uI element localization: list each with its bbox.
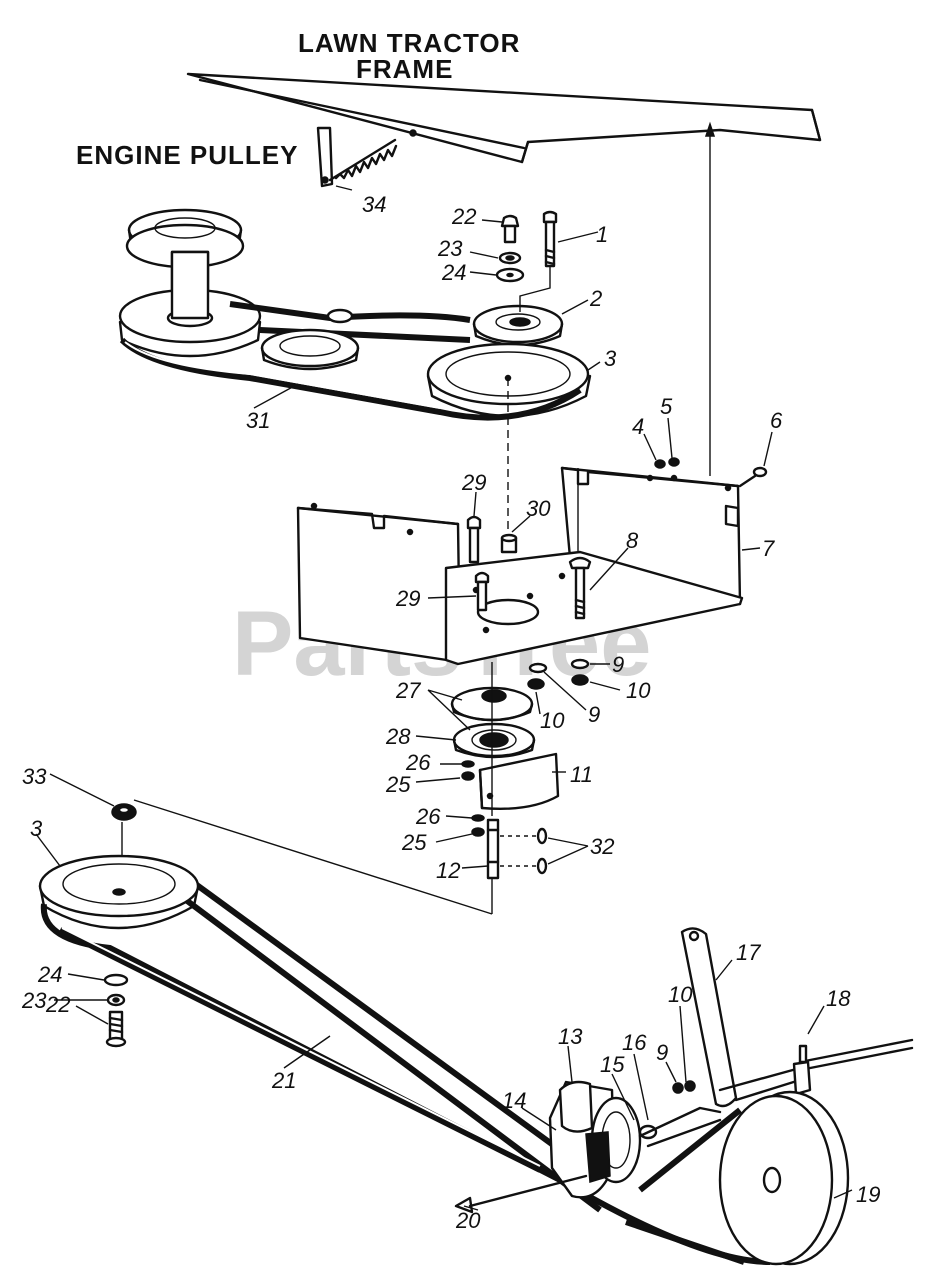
engine-pulley-title: ENGINE PULLEY [76,140,298,170]
callout-24: 24 [441,260,466,285]
callout-14: 14 [502,1088,526,1113]
callout-23: 23 [437,236,463,261]
callout-13: 13 [558,1024,583,1049]
idler-pulley-2 [472,304,564,347]
callout-17: 17 [736,940,761,965]
callout-22: 22 [451,204,476,229]
spacer-nut [326,308,354,324]
belt-guard-11 [478,752,560,810]
callout-25: 25 [401,830,427,855]
frame-title-line2: FRAME [356,54,453,84]
lower-pulley-3 [38,854,200,930]
idler-pulley-3-top [426,342,592,418]
idler-small-pulley [260,328,360,371]
callout-3: 3 [604,346,617,371]
callout-2: 2 [589,286,602,311]
callout-3: 3 [30,816,43,841]
tractor-frame [186,72,822,476]
callout-12: 12 [436,858,460,883]
callout-32: 32 [590,834,614,859]
callout-22: 22 [45,992,70,1017]
callout-9: 9 [612,652,624,677]
bracket-bolts [466,468,592,620]
callout-10: 10 [540,708,565,733]
transmission-19 [625,927,914,1266]
callout-31: 31 [246,408,270,433]
callout-9: 9 [588,702,600,727]
callout-29: 29 [395,586,420,611]
callout-18: 18 [826,986,851,1011]
callout-20: 20 [455,1208,481,1233]
nut-washer-pairs [527,658,590,690]
leader-lines [35,185,853,1211]
callout-28: 28 [385,724,411,749]
callout-21: 21 [271,1068,296,1093]
callout-6: 6 [770,408,783,433]
callout-26: 26 [415,804,441,829]
callout-8: 8 [626,528,639,553]
callout-29: 29 [461,470,486,495]
engine-pulley-assembly [118,208,262,358]
hardware-top [495,210,558,312]
callout-7: 7 [762,536,775,561]
callout-10: 10 [668,982,693,1007]
callout-27: 27 [395,678,421,703]
callout-16: 16 [622,1030,647,1055]
callout-4: 4 [632,414,644,439]
callout-9: 9 [656,1040,668,1065]
shaft-12-hardware [461,662,548,914]
callout-34: 34 [362,192,386,217]
callout-33: 33 [22,764,47,789]
callout-25: 25 [385,772,411,797]
callout-26: 26 [405,750,431,775]
callout-19: 19 [856,1182,880,1207]
hardware-bottom [103,973,129,1048]
frame-title-line1: LAWN TRACTOR [298,28,520,58]
callout-5: 5 [660,394,673,419]
callout-24: 24 [37,962,62,987]
callout-11: 11 [570,762,593,787]
callout-1: 1 [596,222,608,247]
callout-15: 15 [600,1052,625,1077]
mounting-bracket-7 [296,457,768,666]
belt-21 [40,877,771,1265]
callout-23: 23 [21,988,47,1013]
callout-10: 10 [626,678,651,703]
bearing-flanges [450,686,536,759]
clutch-housing-13 [454,1080,722,1214]
callout-30: 30 [526,496,551,521]
callout-labels: 34 22 1 23 24 2 3 31 5 4 6 29 30 8 7 29 … [21,192,880,1233]
